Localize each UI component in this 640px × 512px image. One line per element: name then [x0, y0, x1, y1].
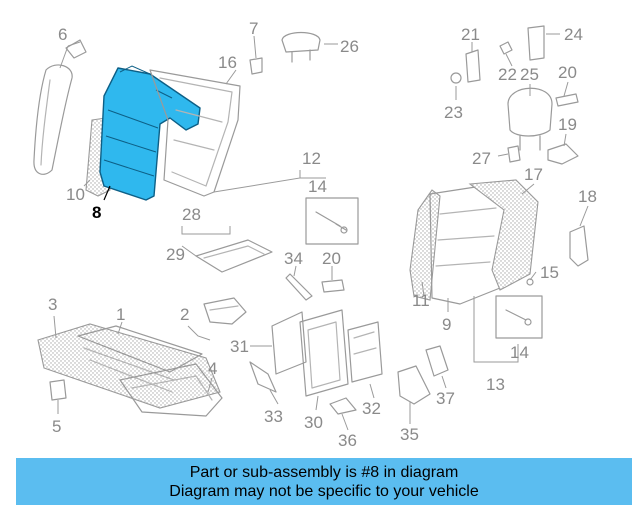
callout-28: 28 [182, 205, 201, 224]
part-20-guide-top [555, 93, 579, 107]
callout-21: 21 [461, 25, 480, 44]
callout-30: 30 [304, 413, 323, 432]
callout-1: 1 [116, 305, 125, 324]
part-8-seat-back-highlighted [99, 65, 201, 201]
part-24-cover [527, 25, 545, 61]
callout-20-mid: 20 [322, 249, 341, 268]
callout-12: 12 [302, 149, 321, 168]
part-15-clip [526, 278, 534, 286]
callout-11: 11 [412, 291, 430, 310]
callout-18: 18 [578, 187, 597, 206]
part-30-armrest-frame [299, 309, 349, 397]
part-5-clip [49, 379, 67, 401]
part-33-strip [249, 361, 277, 393]
part-7-clip [249, 57, 263, 75]
callout-9: 9 [442, 315, 451, 334]
part-21-bracket [465, 49, 481, 83]
part-20-pin-mid [321, 279, 345, 293]
banner-line-disclaimer: Diagram may not be specific to your vehi… [169, 482, 479, 500]
callout-16: 16 [218, 53, 237, 72]
part-14-hardware-box-lower [495, 295, 543, 339]
callout-34: 34 [284, 249, 303, 268]
callout-29: 29 [166, 245, 185, 264]
callout-25: 25 [520, 65, 539, 84]
leader-lines [53, 33, 589, 431]
callout-10: 10 [66, 185, 85, 204]
callout-24: 24 [564, 25, 583, 44]
callout-32: 32 [362, 399, 381, 418]
part-27-bushing [507, 145, 521, 163]
callout-3: 3 [48, 295, 57, 314]
callout-37: 37 [436, 389, 455, 408]
part-11-trim [409, 189, 441, 301]
part-36-clip [329, 397, 357, 415]
part-35-hinge [397, 365, 431, 405]
part-16-seatback-frame [149, 69, 241, 197]
part-14-hardware-box-upper [305, 197, 359, 245]
part-17-seatback-frame [468, 179, 539, 291]
callout-13: 13 [486, 375, 505, 394]
part-31-panel [271, 311, 307, 375]
callout-20: 20 [558, 63, 577, 82]
part-28-29-armrest-pad [181, 226, 273, 273]
part-1-cushion [77, 325, 203, 393]
part-19-latch [547, 143, 579, 165]
part-2-cup [203, 297, 247, 325]
part-3-cushion-cover [37, 323, 221, 409]
callout-14-lower: 14 [510, 343, 529, 362]
part-23-washer [450, 72, 462, 84]
callout-22: 22 [498, 65, 517, 84]
callout-23: 23 [444, 103, 463, 122]
part-4-cushion-frame [119, 363, 223, 417]
callout-5: 5 [52, 417, 61, 436]
callout-36: 36 [338, 431, 357, 450]
callout-7: 7 [249, 19, 258, 38]
part-22-pin [499, 41, 513, 55]
callout-33: 33 [264, 407, 283, 426]
part-25-headrest [507, 87, 553, 151]
part-34-bracket [285, 273, 313, 301]
callout-26: 26 [340, 37, 359, 56]
part-6-side-bolster [33, 39, 87, 175]
callout-17: 17 [524, 165, 543, 184]
callout-31: 31 [230, 337, 249, 356]
callout-2: 2 [180, 305, 189, 324]
parts-diagram: 6 7 16 26 21 24 22 25 20 23 19 27 10 8 1… [33, 19, 597, 450]
part-18-hinge [569, 225, 589, 267]
callout-15: 15 [540, 263, 559, 282]
part-13-leader [473, 296, 519, 363]
part-32-cover [347, 321, 383, 383]
callout-27: 27 [472, 149, 491, 168]
callout-4: 4 [208, 359, 217, 378]
callout-14-upper: 14 [308, 177, 327, 196]
callout-6: 6 [58, 25, 67, 44]
part-12-leader [213, 170, 326, 193]
part-37-bracket [425, 345, 449, 377]
info-banner: Part or sub-assembly is #8 in diagram Di… [16, 458, 632, 505]
callout-8-highlighted: 8 [92, 203, 101, 222]
callout-35: 35 [400, 425, 419, 444]
banner-line-part-number: Part or sub-assembly is #8 in diagram [189, 463, 459, 481]
callout-19: 19 [558, 115, 577, 134]
part-26-headrest-guide [281, 31, 321, 63]
